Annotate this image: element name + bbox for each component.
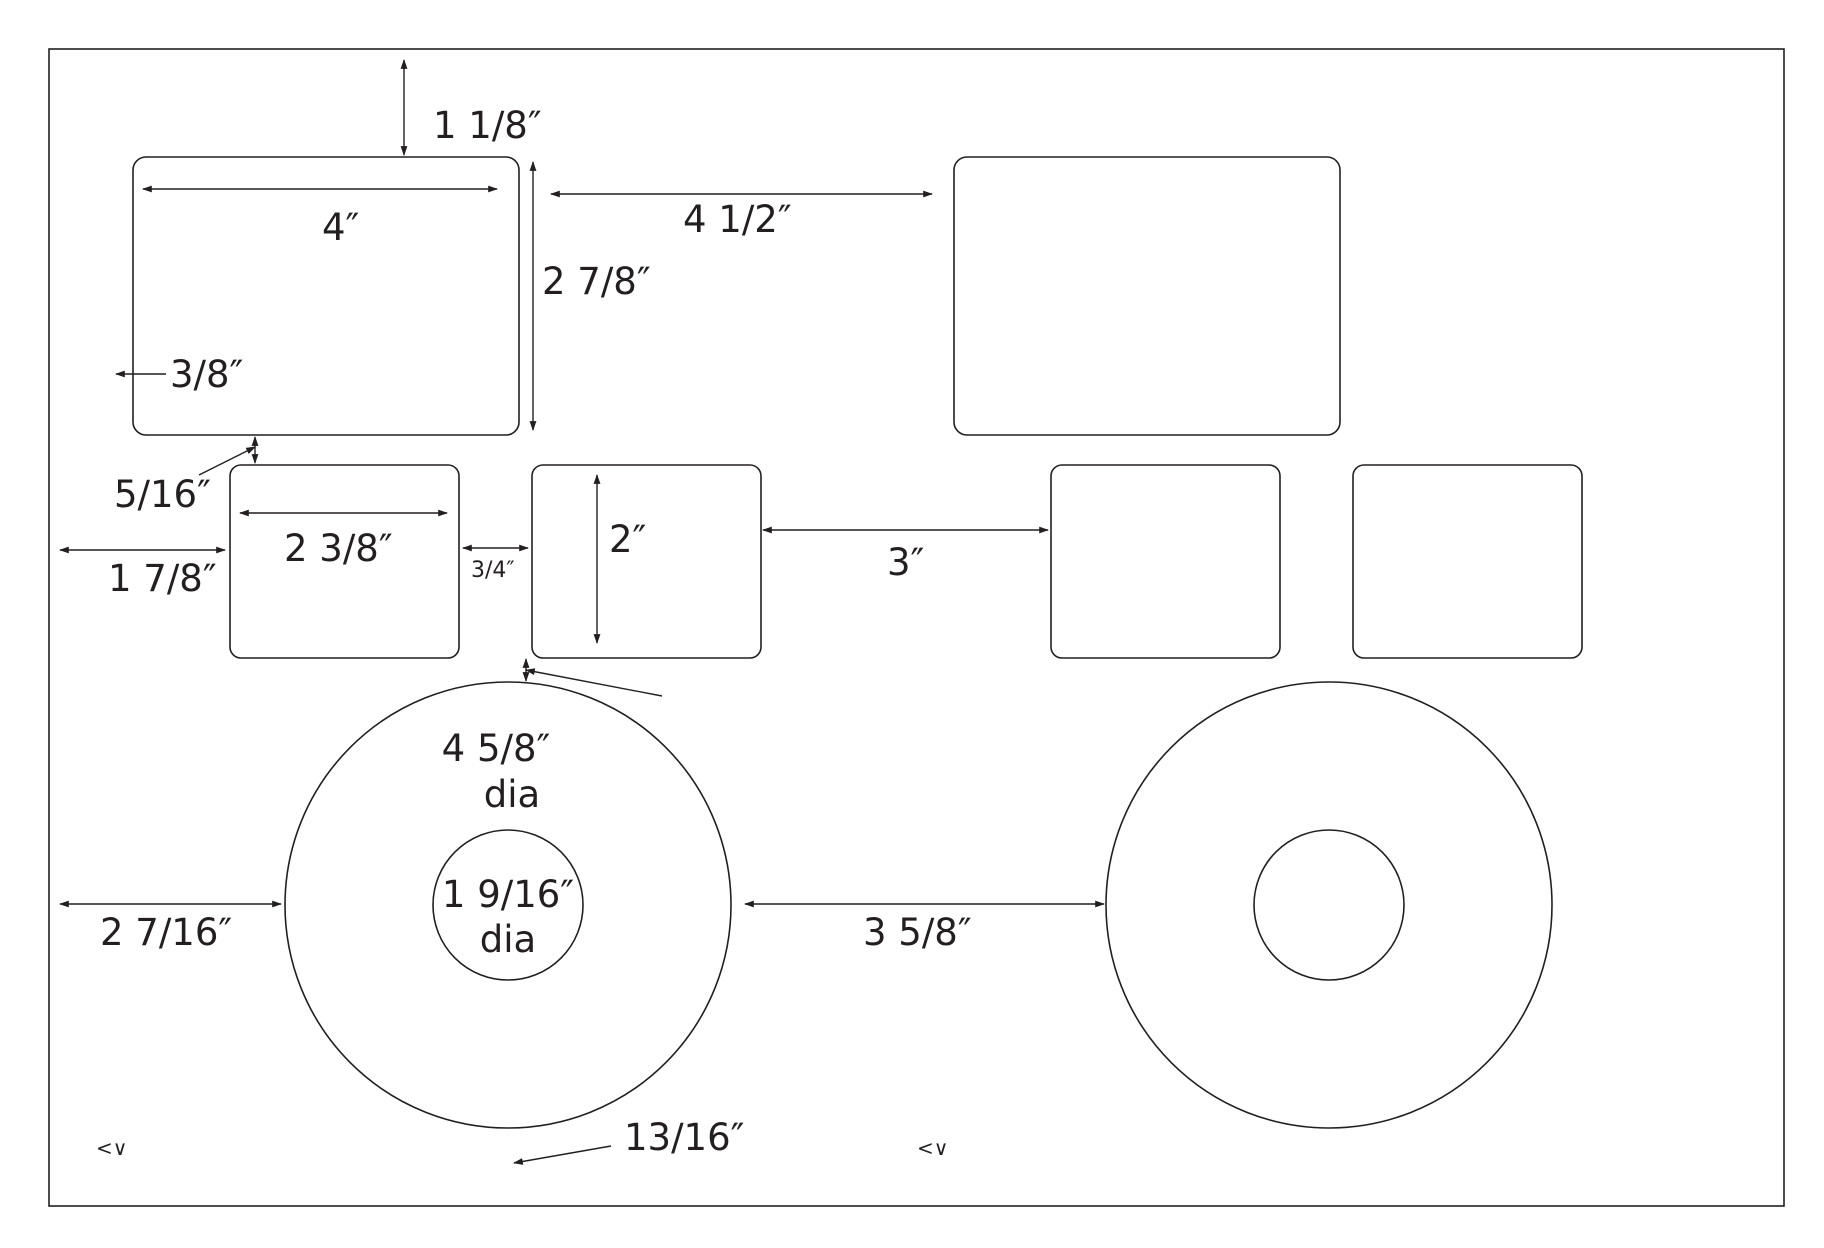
- large-width-label: 4″: [322, 206, 359, 249]
- small-label-3[interactable]: [1050, 464, 1281, 659]
- bottom-margin-label: 13/16″: [624, 1116, 744, 1159]
- row-gap-leader: [198, 446, 256, 476]
- disc-top-gap-leader: [525, 668, 663, 697]
- disc-outer-diameter-label: 4 5/8″: [442, 727, 551, 770]
- disc-hole-right: [1253, 829, 1405, 981]
- registration-mark-right: <∨: [917, 1136, 948, 1160]
- small-label-4[interactable]: [1352, 464, 1583, 659]
- small-gap-label: 3/4″: [471, 558, 515, 583]
- small-left-margin-label: 1 7/8″: [108, 557, 217, 600]
- large-label-right[interactable]: [953, 156, 1341, 436]
- top-margin-label: 1 1/8″: [433, 104, 542, 147]
- large-gap-label: 4 1/2″: [683, 198, 792, 241]
- disc-hole-left: [432, 829, 584, 981]
- disc-outer-dia-suffix: dia: [484, 773, 540, 816]
- disc-inner-diameter-label: 1 9/16″: [442, 873, 574, 916]
- disc-label-right[interactable]: [1105, 681, 1553, 1129]
- small-width-label: 2 3/8″: [284, 527, 393, 570]
- disc-label-left[interactable]: [284, 681, 732, 1129]
- small-label-2[interactable]: [531, 464, 762, 659]
- row-gap-label: 5/16″: [114, 473, 211, 516]
- small-label-1[interactable]: [229, 464, 460, 659]
- disc-inner-dia-suffix: dia: [480, 918, 536, 961]
- sheet-border: [48, 48, 1785, 1207]
- small-height-label: 2″: [609, 518, 646, 561]
- disc-gap-label: 3 5/8″: [863, 911, 972, 954]
- corner-radius-label: 3/8″: [170, 353, 243, 396]
- bottom-margin-arrow: [513, 1145, 612, 1165]
- large-height-label: 2 7/8″: [542, 260, 651, 303]
- registration-mark-left: <∨: [96, 1136, 127, 1160]
- large-label-left[interactable]: [132, 156, 520, 436]
- disc-left-margin-label: 2 7/16″: [100, 911, 232, 954]
- small-group-gap-label: 3″: [887, 541, 924, 584]
